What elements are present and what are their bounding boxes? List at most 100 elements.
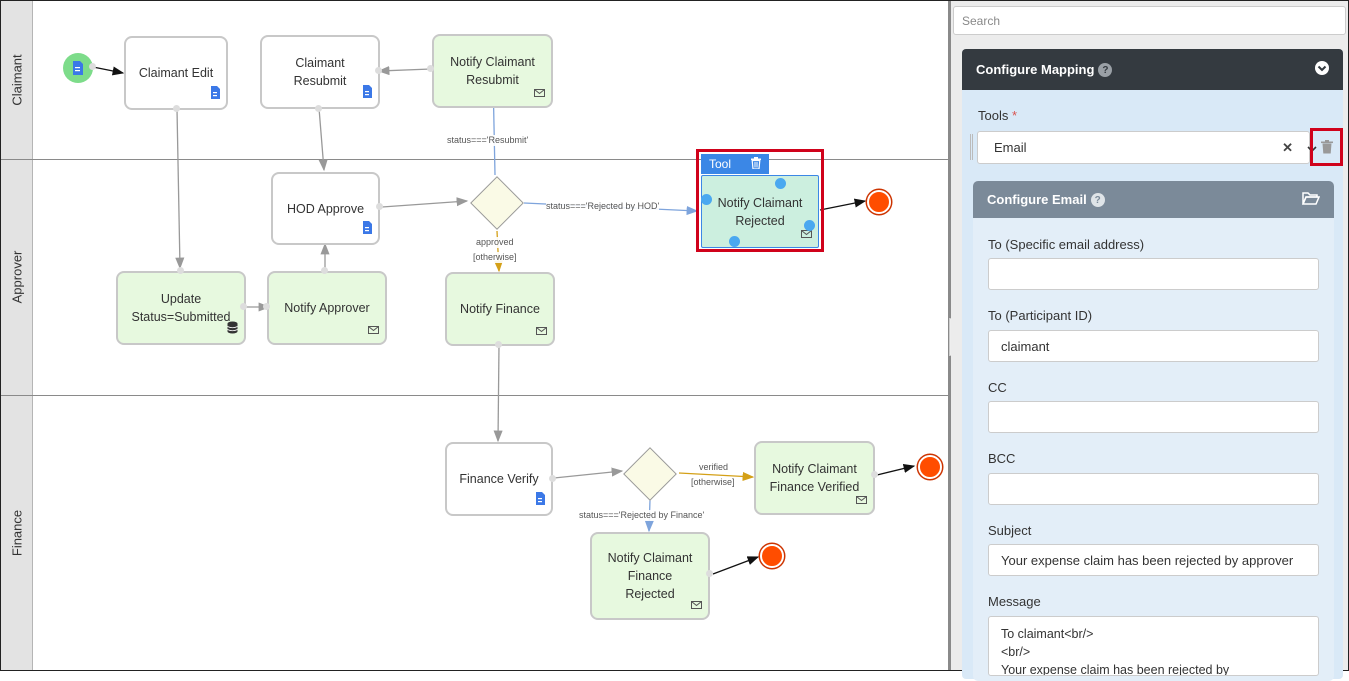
connection-handle-bottom[interactable] bbox=[729, 236, 740, 247]
configure-email-title: Configure Email bbox=[987, 191, 1087, 207]
node-notify-claimant-finance-rejected[interactable]: Notify Claimant Finance Rejected bbox=[590, 532, 710, 620]
node-label: Update Status=Submitted bbox=[131, 292, 231, 324]
bcc-input[interactable] bbox=[988, 473, 1319, 505]
delete-node-icon[interactable] bbox=[751, 156, 761, 172]
node-notify-approver[interactable]: Notify Approver bbox=[267, 271, 387, 345]
connection-handle-left[interactable] bbox=[701, 194, 712, 205]
connector-dot bbox=[375, 67, 382, 74]
cc-input[interactable] bbox=[988, 401, 1319, 433]
edge-label-verified: verified bbox=[699, 462, 729, 473]
node-label: Notify Approver bbox=[284, 301, 370, 315]
mail-icon bbox=[691, 596, 702, 614]
connector-dot bbox=[240, 303, 247, 310]
node-toolbar: Tool bbox=[701, 154, 769, 174]
edge-label-resubmit: status==='Resubmit' bbox=[447, 135, 529, 146]
start-event[interactable] bbox=[63, 53, 93, 83]
tools-label-text: Tools bbox=[978, 108, 1009, 123]
delete-tool-button[interactable] bbox=[1310, 128, 1343, 166]
cc-label: CC bbox=[988, 380, 1007, 395]
to-participant-label: To (Participant ID) bbox=[988, 308, 1093, 323]
to-email-label: To (Specific email address) bbox=[988, 237, 1145, 252]
connector-dot bbox=[315, 105, 322, 112]
node-label: Notify Claimant Rejected bbox=[717, 195, 803, 228]
clear-icon[interactable]: ✕ bbox=[1282, 139, 1293, 155]
help-icon[interactable]: ? bbox=[1090, 193, 1105, 208]
edge-hod-to-gateway bbox=[381, 197, 469, 208]
lane-header-claimant: Claimant bbox=[1, 1, 33, 159]
edge-finance-rejected-to-end bbox=[712, 556, 760, 575]
connector-dot bbox=[173, 105, 180, 112]
configure-email-header[interactable]: Configure Email? bbox=[973, 181, 1334, 218]
node-claimant-edit[interactable]: Claimant Edit bbox=[124, 36, 228, 110]
node-notify-claimant-rejected[interactable]: Notify Claimant Rejected bbox=[701, 175, 819, 248]
edge-start-to-claimant-edit bbox=[92, 66, 125, 76]
node-label: Notify Finance bbox=[460, 302, 540, 316]
form-icon bbox=[362, 85, 372, 103]
subject-input[interactable]: Your expense claim has been rejected by … bbox=[988, 544, 1319, 576]
mail-icon bbox=[534, 84, 545, 102]
connector-dot bbox=[427, 65, 434, 72]
edge-rejected-to-end bbox=[819, 198, 867, 211]
connector-dot bbox=[706, 570, 713, 577]
edge-gateway2-to-verified bbox=[678, 471, 755, 481]
folder-open-icon[interactable] bbox=[1301, 191, 1321, 208]
node-claimant-resubmit[interactable]: Claimant Resubmit bbox=[260, 35, 380, 109]
required-mark: * bbox=[1011, 108, 1018, 123]
configure-mapping-title: Configure Mapping bbox=[976, 61, 1095, 77]
form-icon bbox=[535, 492, 545, 510]
edge-notify-to-resubmit bbox=[377, 66, 432, 76]
lane-header-finance: Finance bbox=[1, 395, 33, 670]
form-icon bbox=[362, 221, 372, 239]
selection-highlight bbox=[696, 149, 824, 252]
edge-notify-finance-to-verify bbox=[493, 344, 503, 443]
tools-select[interactable]: Email ✕ bbox=[977, 131, 1317, 164]
end-event[interactable] bbox=[918, 455, 942, 479]
node-label: Claimant Resubmit bbox=[293, 56, 347, 88]
edge-verify-to-gateway2 bbox=[553, 467, 624, 479]
node-label: Finance Verify bbox=[459, 472, 539, 486]
process-canvas[interactable]: Claimant Approver Finance Cl bbox=[1, 1, 948, 670]
connection-handle-top[interactable] bbox=[775, 178, 786, 189]
connector-dot bbox=[321, 267, 328, 274]
configure-mapping-header[interactable]: Configure Mapping? bbox=[962, 49, 1343, 90]
node-notify-finance[interactable]: Notify Finance bbox=[445, 272, 555, 346]
connector-dot bbox=[495, 341, 502, 348]
mail-icon bbox=[856, 491, 867, 509]
node-notify-claimant-resubmit[interactable]: Notify Claimant Resubmit bbox=[432, 34, 553, 108]
edge-label-approved: approved bbox=[476, 237, 514, 248]
edge-claimant-edit-to-update bbox=[175, 108, 185, 270]
connector-dot bbox=[263, 303, 270, 310]
tools-label: Tools * bbox=[978, 108, 1017, 123]
node-notify-claimant-finance-verified[interactable]: Notify Claimant Finance Verified bbox=[754, 441, 875, 515]
end-event[interactable] bbox=[867, 190, 891, 214]
to-email-input[interactable] bbox=[988, 258, 1319, 290]
subject-label: Subject bbox=[988, 523, 1032, 538]
edge-resubmit-to-hod bbox=[318, 107, 328, 172]
chevron-down-icon[interactable] bbox=[1315, 61, 1329, 78]
help-icon[interactable]: ? bbox=[1098, 63, 1113, 78]
connector-dot bbox=[89, 63, 96, 70]
lane-header-approver: Approver bbox=[1, 159, 33, 395]
form-icon bbox=[73, 61, 83, 75]
end-event[interactable] bbox=[760, 544, 784, 568]
drag-handle[interactable] bbox=[970, 134, 973, 160]
message-textarea[interactable]: To claimant<br/> <br/> Your expense clai… bbox=[988, 616, 1319, 676]
edge-label-otherwise: [otherwise] bbox=[473, 252, 517, 263]
node-update-status[interactable]: Update Status=Submitted bbox=[116, 271, 246, 345]
connector-dot bbox=[376, 203, 383, 210]
mail-icon bbox=[368, 321, 379, 339]
mail-icon bbox=[536, 322, 547, 340]
search-input[interactable] bbox=[953, 6, 1346, 35]
node-finance-verify[interactable]: Finance Verify bbox=[445, 442, 553, 516]
bcc-label: BCC bbox=[988, 451, 1016, 466]
edge-label-otherwise: [otherwise] bbox=[691, 477, 735, 488]
tools-select-value: Email bbox=[994, 140, 1027, 155]
edge-label-rejected-by-finance: status==='Rejected by Finance' bbox=[579, 510, 705, 521]
node-label: HOD Approve bbox=[286, 201, 365, 216]
connector-dot bbox=[549, 475, 556, 482]
node-hod-approve[interactable]: HOD Approve bbox=[271, 172, 380, 245]
connection-handle-right[interactable] bbox=[804, 220, 815, 231]
to-participant-input[interactable]: claimant bbox=[988, 330, 1319, 362]
node-type-label: Tool bbox=[709, 157, 732, 171]
edge-label-rejected-by-hod: status==='Rejected by HOD' bbox=[546, 201, 660, 212]
